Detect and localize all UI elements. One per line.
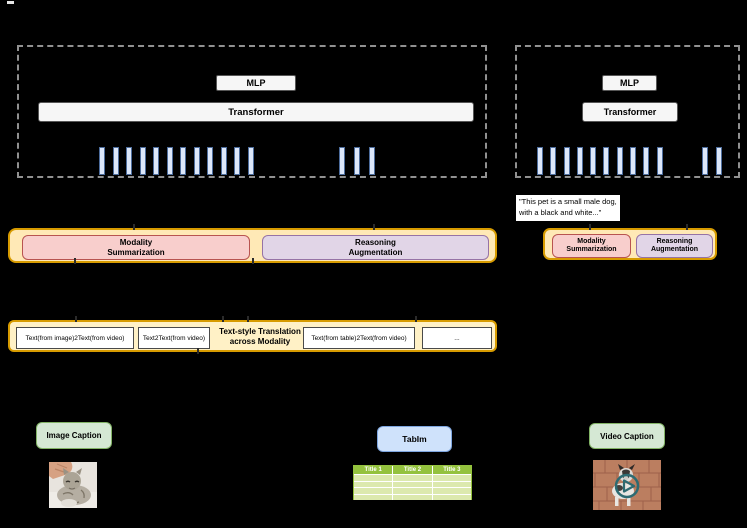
left-transformer-box: Transformer	[38, 102, 474, 122]
stage2-container-left: Modality Summarization Reasoning Augment…	[8, 228, 497, 263]
token-bar	[576, 147, 583, 175]
reasoning-augmentation-box-small: Reasoning Augmentation	[636, 234, 713, 258]
modality-summarization-box: Modality Summarization	[22, 235, 250, 260]
left-token-embeddings-main	[99, 147, 254, 175]
token-bar	[166, 147, 173, 175]
token-bar	[153, 147, 159, 175]
right-transformer-box: Transformer	[582, 102, 678, 122]
table-cell	[354, 488, 394, 494]
token-bar	[656, 147, 663, 175]
stage1-container: Text(from image)2Text(from video) Text2T…	[8, 320, 497, 352]
table-cell	[393, 494, 433, 500]
right-mlp-box: MLP	[602, 75, 657, 91]
ellipsis-box: ...	[422, 327, 492, 349]
play-icon	[614, 473, 640, 499]
token-bar	[716, 147, 722, 175]
left-mlp-box: MLP	[216, 75, 296, 91]
text-style-translation-label: Text-style Translation across Modality	[219, 327, 301, 346]
cat-photo	[49, 462, 97, 508]
text2text-video-box: Text2Text(from video)	[138, 327, 210, 349]
table-cell	[393, 475, 433, 481]
token-bar	[193, 147, 200, 175]
left-model-panel: MLP Transformer	[17, 45, 487, 178]
token-bar	[630, 147, 637, 175]
token-bar	[563, 147, 570, 175]
token-bar	[643, 147, 650, 175]
connector-tick	[415, 316, 417, 322]
corner-artifact	[7, 1, 14, 4]
left-token-embeddings-side	[339, 147, 375, 175]
table-row	[354, 480, 471, 488]
connector-tick	[252, 258, 254, 264]
connector-tick	[75, 316, 77, 322]
connector-tick	[686, 224, 688, 230]
table-header-cell: Title 2	[393, 466, 433, 474]
table-cell	[433, 488, 471, 494]
right-model-panel: MLP Transformer	[515, 45, 740, 178]
token-bar	[99, 147, 105, 175]
table-cell	[354, 481, 394, 487]
reasoning-augmentation-box: Reasoning Augmentation	[262, 235, 489, 260]
token-bar	[247, 147, 254, 175]
video-caption-task-box: Video Caption	[589, 423, 665, 449]
connector-tick	[74, 258, 76, 264]
connector-tick	[247, 316, 249, 322]
text-image2video-box: Text(from image)2Text(from video)	[16, 327, 134, 349]
token-bar	[126, 147, 132, 175]
connector-tick	[197, 348, 199, 354]
token-bar	[369, 147, 375, 175]
token-bar	[550, 147, 557, 175]
table-cell	[354, 475, 394, 481]
token-bar	[339, 147, 345, 175]
table-row	[354, 493, 471, 501]
image-caption-task-box: Image Caption	[36, 422, 112, 449]
video-thumbnail	[593, 460, 661, 510]
table-cell	[433, 482, 471, 488]
table-cell	[354, 494, 394, 500]
modality-summarization-box-small: Modality Summarization	[552, 234, 631, 258]
token-bar	[112, 147, 119, 175]
token-bar	[616, 147, 623, 175]
table-header-cell: Title 1	[354, 466, 394, 474]
right-token-embeddings-main	[537, 147, 663, 175]
table-header-cell: Title 3	[443, 467, 461, 473]
table-cell	[393, 488, 433, 494]
token-bar	[220, 147, 227, 175]
token-bar	[603, 147, 610, 175]
token-bar	[139, 147, 146, 175]
table-cell	[433, 495, 471, 501]
table-row	[354, 487, 471, 494]
connector-tick	[133, 224, 135, 230]
token-bar	[537, 147, 543, 175]
token-bar	[354, 147, 360, 175]
connector-tick	[373, 224, 375, 230]
table-cell	[393, 481, 433, 487]
table-row	[354, 474, 471, 481]
text-table2video-box: Text(from table)2Text(from video)	[303, 327, 415, 349]
tabim-task-box: TabIm	[377, 426, 452, 452]
token-bar	[207, 147, 213, 175]
connector-tick	[589, 224, 591, 230]
right-token-embeddings-side	[702, 147, 722, 175]
generated-caption-text: "This pet is a small male dog, with a bl…	[516, 195, 620, 221]
stage2-container-right: Modality Summarization Reasoning Augment…	[543, 228, 717, 260]
token-bar	[702, 147, 708, 175]
token-bar	[590, 147, 597, 175]
connector-tick	[222, 316, 224, 322]
token-bar	[234, 147, 240, 175]
table-cell	[433, 475, 471, 481]
token-bar	[180, 147, 186, 175]
